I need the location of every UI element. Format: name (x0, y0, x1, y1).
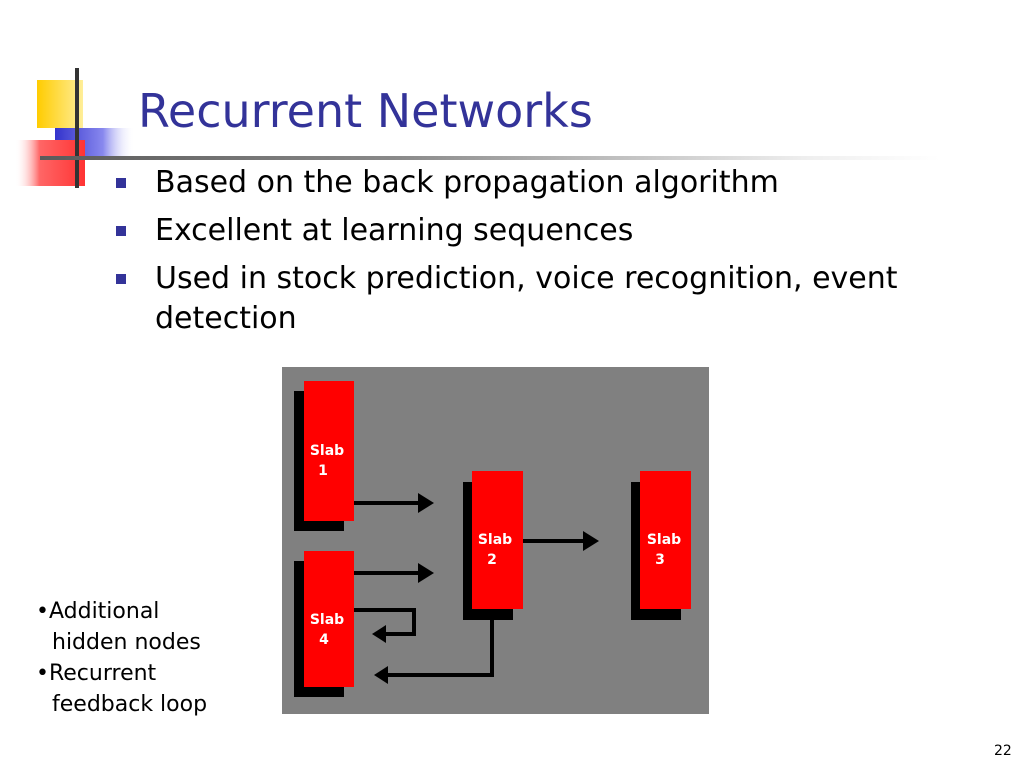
bullet-list: Based on the back propagation algorithm … (112, 163, 912, 347)
bullet-item: Excellent at learning sequences (112, 211, 912, 251)
bullet-item: Based on the back propagation algorithm (112, 163, 912, 203)
title-rule (40, 156, 940, 160)
slab-1: Slab 1 (304, 381, 354, 521)
slab-4-number: 4 (319, 632, 329, 648)
slab-2: Slab 2 (472, 471, 523, 609)
note-line: •Recurrent (36, 661, 157, 686)
slab-1-number: 1 (318, 463, 328, 479)
bullet-item: Used in stock prediction, voice recognit… (112, 259, 912, 339)
arrow-heads (372, 493, 599, 684)
page-number: 22 (994, 743, 1012, 759)
square-bullet-icon (116, 178, 126, 188)
square-bullet-icon (116, 274, 126, 284)
recurrent-feedback-loop (384, 609, 494, 677)
recurrent-network-diagram: Slab 1 Slab 4 Slab 2 Slab 3 (282, 367, 709, 714)
slab-2-label: Slab (478, 532, 512, 548)
bullet-text: Excellent at learning sequences (155, 213, 634, 248)
slab-3-label: Slab (647, 532, 681, 548)
slide-title: Recurrent Networks (138, 84, 593, 138)
arrow-head-icon (374, 666, 388, 684)
slab-3-number: 3 (655, 552, 665, 568)
connection-arrows (354, 501, 587, 677)
bullet-text: Based on the back propagation algorithm (155, 165, 779, 200)
slab-1-label: Slab (310, 443, 344, 459)
bullet-text: Used in stock prediction, voice recognit… (155, 261, 898, 336)
arrow-head-icon (372, 625, 386, 643)
slab-4-label: Slab (310, 612, 344, 628)
arrow-head-icon (418, 563, 434, 583)
square-bullet-icon (116, 226, 126, 236)
slab-3: Slab 3 (640, 471, 691, 609)
diagram-notes: •Additional hidden nodes •Recurrent feed… (36, 596, 207, 720)
arrow-head-icon (583, 531, 599, 551)
slab-4: Slab 4 (304, 551, 354, 687)
arrow-head-icon (418, 493, 434, 513)
note-line: •Additional (36, 599, 160, 624)
note-line: feedback loop (52, 692, 208, 717)
note-line: hidden nodes (52, 630, 201, 655)
self-feedback-loop (354, 608, 416, 636)
slab-2-number: 2 (487, 552, 497, 568)
decorative-logo-icon (15, 68, 135, 188)
